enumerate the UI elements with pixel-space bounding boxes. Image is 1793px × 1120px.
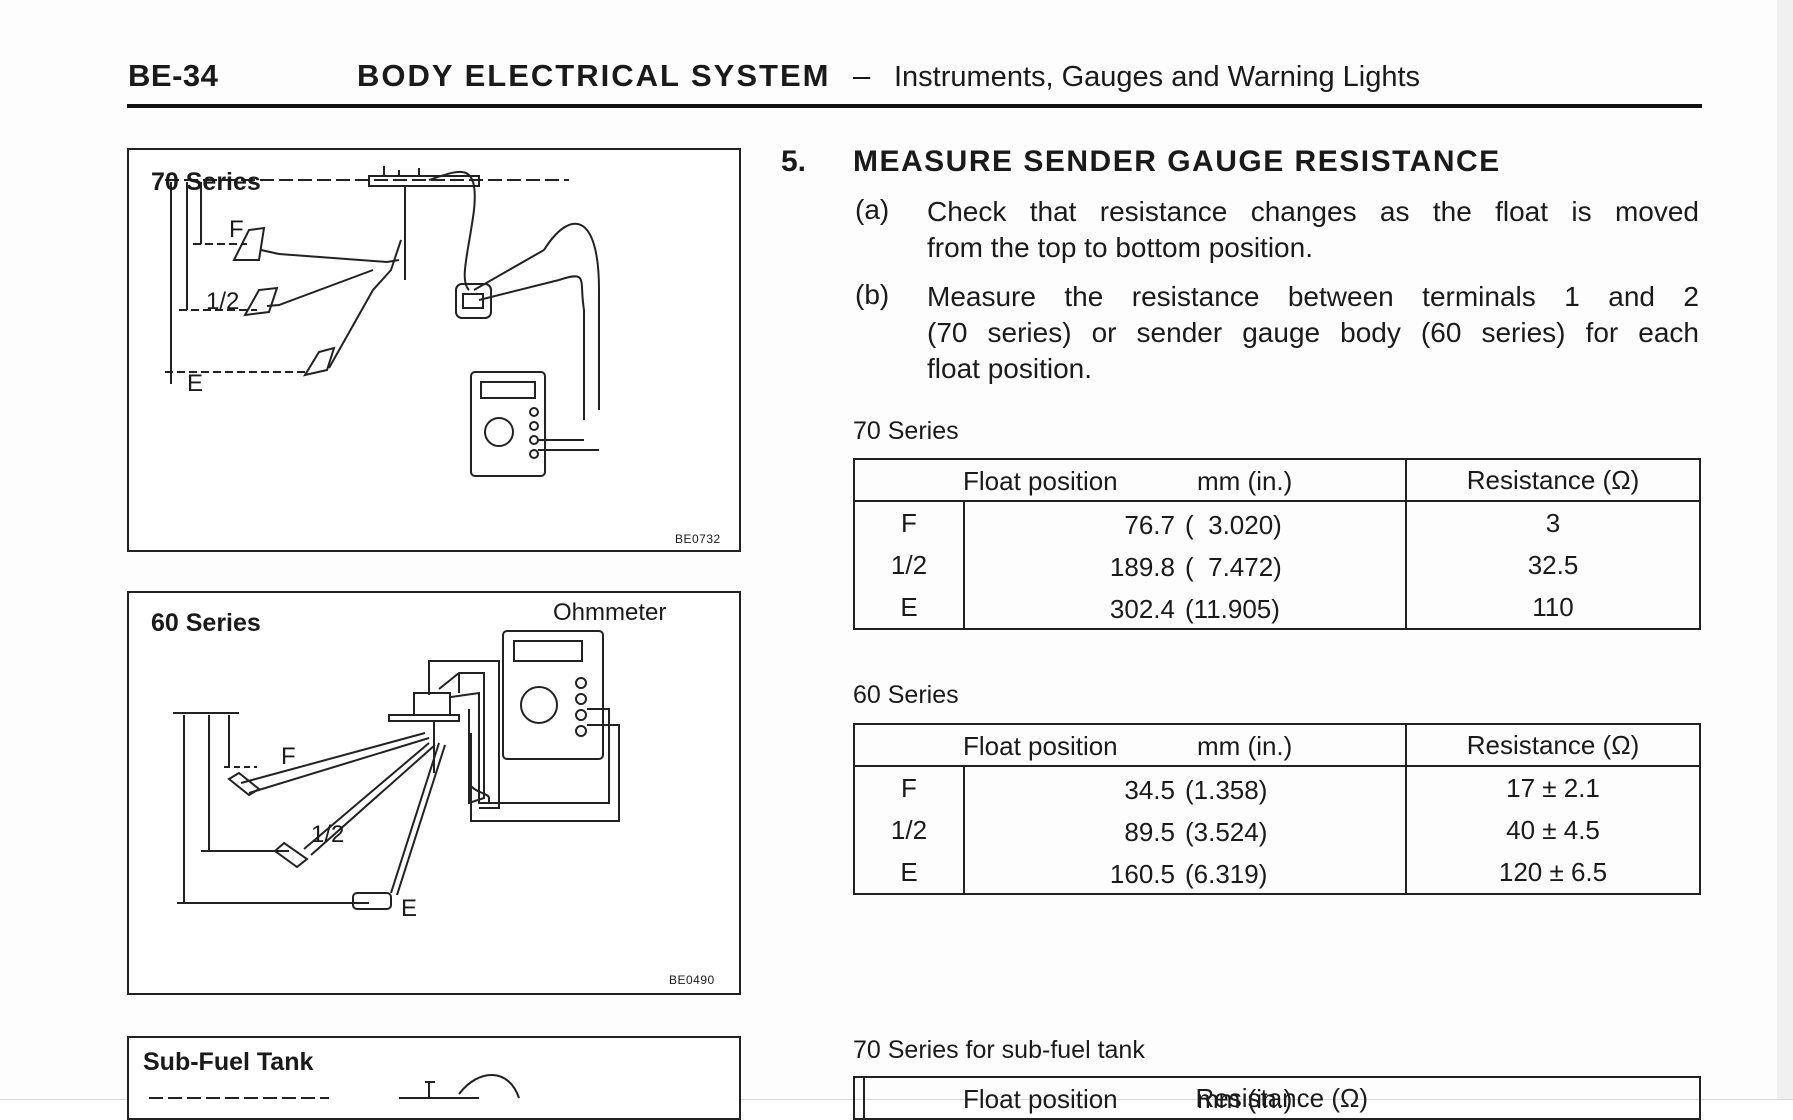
table-caption-70: 70 Series bbox=[853, 417, 959, 445]
sub-fuel-tank-diagram bbox=[149, 1074, 520, 1099]
cell-mm: 160.5 bbox=[1109, 859, 1175, 889]
substep-b-text: Measure the resistance between terminals… bbox=[927, 279, 1699, 387]
cell-mm: 89.5 bbox=[1124, 817, 1175, 847]
fuel-sender-60-diagram bbox=[173, 630, 620, 910]
header-rule bbox=[127, 104, 1702, 108]
table-row: 1/2 89.5 (3.524) 40 ± 4.5 bbox=[853, 809, 1701, 851]
substep-b-line: float position. bbox=[927, 353, 1092, 384]
cell-position: F bbox=[853, 766, 965, 809]
cell-mm: 302.4 bbox=[1109, 594, 1175, 624]
resistance-table-sub: Float position mm (in.) Resistance (Ω) bbox=[853, 1076, 1702, 1120]
cell-in: (3.524) bbox=[1185, 817, 1268, 847]
cell-measurement: 34.5 (1.358) bbox=[963, 766, 1407, 809]
section-subtitle: Instruments, Gauges and Warning Lights bbox=[894, 61, 1421, 93]
cell-position: E bbox=[853, 586, 965, 630]
cell-resistance: 32.5 bbox=[1405, 544, 1701, 586]
header-resistance: Resistance (Ω) bbox=[1405, 458, 1701, 502]
label-empty: E bbox=[187, 370, 204, 397]
cell-in: ( 7.472) bbox=[1185, 552, 1282, 582]
cell-position: 1/2 bbox=[853, 809, 965, 851]
cell-measurement: 76.7 ( 3.020) bbox=[963, 501, 1407, 544]
cell-in: (1.358) bbox=[1185, 775, 1268, 805]
table-caption-60: 60 Series bbox=[853, 681, 959, 709]
cell-measurement: 160.5 (6.319) bbox=[963, 851, 1407, 895]
figure-title: 60 Series bbox=[151, 609, 261, 637]
figure-60-series: 60 Series Ohmmeter F 1/2 E BE0490 bbox=[127, 591, 741, 995]
header-float-position: Float position mm (in.) bbox=[853, 1076, 1292, 1120]
step-title: MEASURE SENDER GAUGE RESISTANCE bbox=[853, 145, 1501, 178]
cell-measurement: 302.4 (11.905) bbox=[963, 586, 1407, 630]
figure-title: 70 Series bbox=[151, 168, 261, 196]
header-float-label: Float position bbox=[963, 466, 1118, 496]
ohmmeter-label: Ohmmeter bbox=[553, 599, 667, 626]
table-row: F 76.7 ( 3.020) 3 bbox=[853, 501, 1701, 544]
header-float-position: Float position mm (in.) bbox=[853, 723, 1407, 767]
label-empty: E bbox=[401, 895, 418, 922]
cell-resistance: 120 ± 6.5 bbox=[1405, 851, 1701, 895]
cell-resistance: 40 ± 4.5 bbox=[1405, 809, 1701, 851]
header-mm-label: mm (in.) bbox=[1197, 466, 1293, 496]
table-row: F 34.5 (1.358) 17 ± 2.1 bbox=[853, 766, 1701, 809]
cell-mm: 189.8 bbox=[1109, 552, 1175, 582]
substep-a-label: (a) bbox=[855, 194, 890, 225]
cell-mm: 76.7 bbox=[1124, 510, 1175, 540]
cell-position: 1/2 bbox=[853, 544, 965, 586]
resistance-table-60: Float position mm (in.) Resistance (Ω) F… bbox=[853, 723, 1701, 895]
figure-title: Sub-Fuel Tank bbox=[143, 1048, 314, 1076]
cell-resistance: 110 bbox=[1405, 586, 1701, 630]
substep-b-label: (b) bbox=[855, 279, 890, 310]
page-number: BE-34 bbox=[128, 58, 219, 93]
header-float-label: Float position bbox=[963, 731, 1118, 761]
substep-a-text: Check that resistance changes as the flo… bbox=[927, 194, 1699, 266]
section-title: BODY ELECTRICAL SYSTEM bbox=[357, 58, 831, 93]
fuel-sender-70-diagram bbox=[165, 166, 600, 477]
page-edge bbox=[1777, 0, 1793, 1100]
cell-mm: 34.5 bbox=[1124, 775, 1175, 805]
resistance-table-70: Float position mm (in.) Resistance (Ω) F… bbox=[853, 458, 1701, 630]
cell-in: ( 3.020) bbox=[1185, 510, 1282, 540]
header-float-position: Float position mm (in.) bbox=[853, 458, 1407, 502]
cell-measurement: 189.8 ( 7.472) bbox=[963, 544, 1407, 586]
header-dash: – bbox=[853, 58, 871, 93]
label-full: F bbox=[229, 216, 244, 243]
header-mm-label: mm (in.) bbox=[1197, 731, 1293, 761]
figure-code: BE0732 bbox=[675, 532, 721, 546]
figure-sub-fuel-tank: Sub-Fuel Tank bbox=[127, 1036, 741, 1120]
table-row: E 160.5 (6.319) 120 ± 6.5 bbox=[853, 851, 1701, 895]
cell-position: E bbox=[853, 851, 965, 895]
table-row: E 302.4 (11.905) 110 bbox=[853, 586, 1701, 630]
cell-resistance: 3 bbox=[1405, 501, 1701, 544]
figure-70-series: 70 Series F 1/2 E BE0732 bbox=[127, 148, 741, 552]
label-full: F bbox=[281, 743, 296, 770]
substep-a-line: Check that resistance changes as the flo… bbox=[927, 196, 1699, 227]
label-half: 1/2 bbox=[206, 288, 240, 315]
figure-code: BE0490 bbox=[669, 973, 715, 987]
table-caption-sub: 70 Series for sub-fuel tank bbox=[853, 1036, 1145, 1064]
label-half: 1/2 bbox=[311, 821, 345, 848]
substep-b-line: (70 series) or sender gauge body (60 ser… bbox=[927, 317, 1699, 348]
cell-in: (11.905) bbox=[1185, 594, 1280, 624]
cell-position: F bbox=[853, 501, 965, 544]
cell-resistance: 17 ± 2.1 bbox=[1405, 766, 1701, 809]
substep-a-line: from the top to bottom position. bbox=[927, 232, 1313, 263]
step-number: 5. bbox=[781, 145, 807, 178]
substep-b-line: Measure the resistance between terminals… bbox=[927, 281, 1699, 312]
header-resistance: Resistance (Ω) bbox=[1405, 723, 1701, 767]
table-row: 1/2 189.8 ( 7.472) 32.5 bbox=[853, 544, 1701, 586]
cell-in: (6.319) bbox=[1185, 859, 1268, 889]
cell-measurement: 89.5 (3.524) bbox=[963, 809, 1407, 851]
